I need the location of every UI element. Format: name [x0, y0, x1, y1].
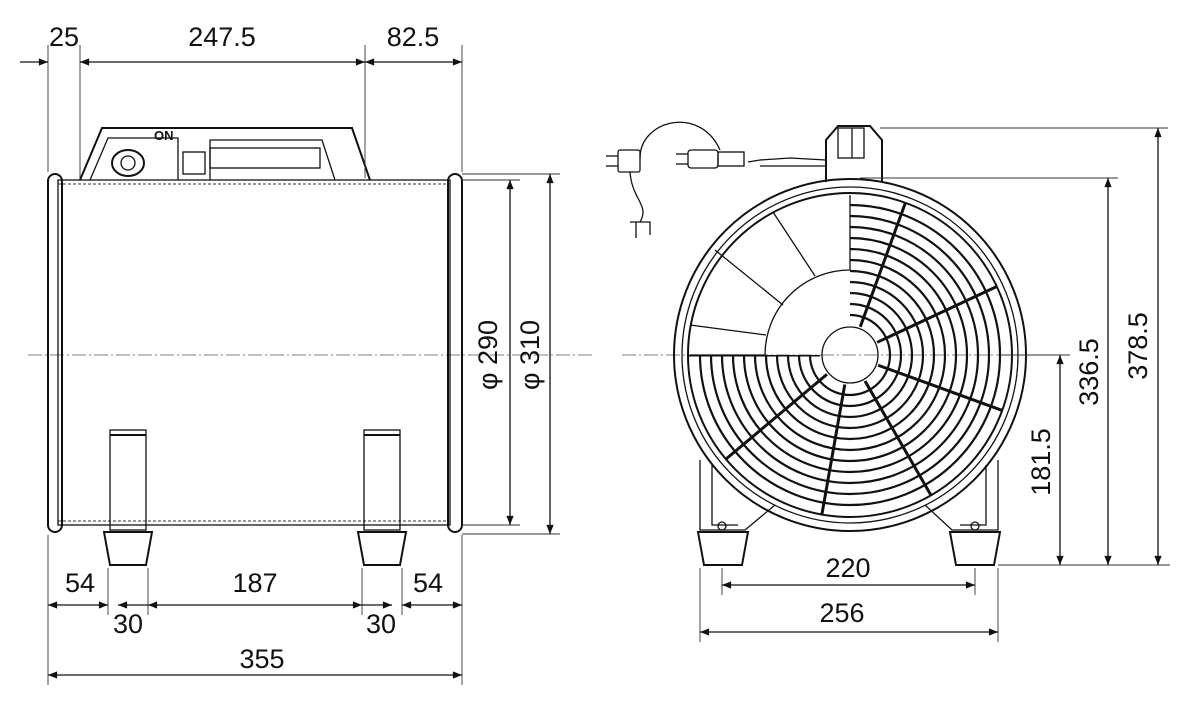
dim-378-5: 378.5: [1123, 312, 1153, 380]
dim-355: 355: [239, 644, 284, 674]
top-handle: [825, 125, 883, 182]
dim-54-right: 54: [413, 568, 443, 598]
foot-front-left: [696, 531, 750, 566]
dim-220: 220: [825, 553, 870, 583]
grill-spoke: [876, 285, 998, 344]
guard-grill: [688, 202, 1003, 515]
switch: [182, 151, 206, 175]
stand: [696, 460, 1002, 566]
grill-spoke: [820, 384, 847, 515]
switch-knob: [111, 149, 145, 177]
dim-25: 25: [49, 22, 79, 52]
grill-spoke: [858, 202, 907, 328]
dim-187: 187: [232, 568, 277, 598]
fan-body: [57, 179, 451, 526]
foot-front-right: [948, 531, 1002, 566]
rim-left: [47, 173, 63, 533]
plug: [617, 149, 641, 173]
grill-spoke: [863, 380, 933, 497]
dim-diameter-310: φ 310: [515, 320, 545, 390]
front-view: 220 256 181.5 336.5 378.5: [606, 121, 1170, 642]
fan-blades: [689, 195, 851, 356]
dim-181-5: 181.5: [1026, 428, 1056, 496]
dim-247-5: 247.5: [188, 22, 256, 52]
dim-256: 256: [819, 598, 864, 628]
rim-right: [447, 173, 463, 533]
handle: ON: [79, 127, 371, 181]
switch-on-label: ON: [154, 128, 174, 143]
dim-82-5: 82.5: [387, 22, 440, 52]
dim-30-right: 30: [366, 609, 396, 639]
foot-left: [102, 429, 154, 566]
dim-54-left: 54: [65, 568, 95, 598]
power-cord: [606, 121, 827, 238]
side-view: ON 25 247.5 82.5: [20, 22, 595, 685]
dim-336-5: 336.5: [1074, 338, 1104, 406]
foot-right: [356, 429, 408, 566]
dim-30-left: 30: [113, 609, 143, 639]
dim-diameter-290: φ 290: [473, 320, 503, 390]
hub: [821, 326, 879, 384]
grill-spoke: [724, 373, 828, 461]
grill-spoke: [877, 363, 1003, 412]
